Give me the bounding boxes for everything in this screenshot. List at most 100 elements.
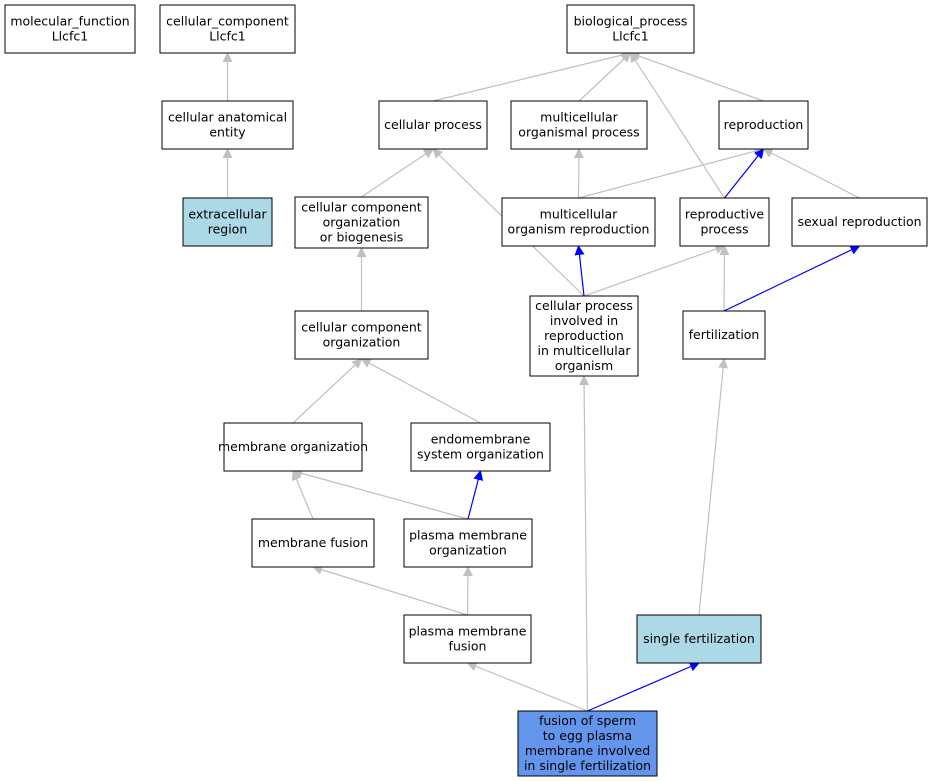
node-label: single fertilization bbox=[643, 631, 755, 646]
node-label: extracellular bbox=[188, 206, 267, 221]
node-box[interactable] bbox=[378, 100, 488, 150]
edge-membrane_fusion-to-membrane_organization bbox=[291, 470, 314, 520]
edge-plasma_membrane_organization-to-membrane_organization bbox=[292, 468, 469, 520]
node-label: involved in bbox=[550, 313, 618, 328]
edges-layer bbox=[222, 50, 861, 712]
node-box[interactable] bbox=[294, 196, 429, 249]
edge-fusion_sperm_egg-to-single_fertilization bbox=[587, 661, 700, 712]
node-label: membrane organization bbox=[218, 439, 368, 454]
node-box[interactable] bbox=[294, 310, 429, 360]
node-label: in single fertilization bbox=[524, 758, 651, 773]
node-sexual-reproduction[interactable]: sexual reproduction bbox=[791, 197, 928, 247]
edge-multicellular_organismal_process-to-biological_process bbox=[578, 52, 632, 102]
node-label: fertilization bbox=[689, 327, 760, 342]
node-label: membrane fusion bbox=[258, 535, 368, 550]
node-label: system organization bbox=[417, 446, 544, 461]
node-label: cellular_component bbox=[166, 13, 289, 28]
node-box[interactable] bbox=[410, 422, 551, 472]
node-label: cellular anatomical bbox=[168, 109, 287, 124]
node-label: cellular component bbox=[301, 319, 421, 334]
node-label: biological_process bbox=[574, 13, 688, 28]
node-box[interactable] bbox=[679, 197, 770, 247]
edge-single_fertilization-to-fertilization bbox=[698, 358, 729, 616]
edge-fusion_sperm_egg-to-plasma_membrane_fusion bbox=[466, 661, 588, 712]
node-label: region bbox=[208, 221, 248, 236]
edge-fertilization-to-sexual_reproduction bbox=[723, 245, 861, 312]
node-box[interactable] bbox=[159, 4, 296, 54]
node-single-fertilization[interactable]: single fertilization bbox=[636, 614, 762, 664]
node-box[interactable] bbox=[251, 518, 375, 568]
node-label: organization bbox=[429, 542, 507, 557]
node-label: plasma membrane bbox=[409, 623, 527, 638]
node-box[interactable] bbox=[566, 4, 695, 54]
edge-sexual_reproduction-to-reproduction bbox=[762, 148, 860, 199]
node-label: Llcfc1 bbox=[612, 28, 649, 43]
node-label: fusion of sperm bbox=[539, 713, 636, 728]
node-label: Llcfc1 bbox=[209, 28, 246, 43]
node-box[interactable] bbox=[223, 422, 363, 472]
node-label: fusion bbox=[449, 638, 487, 653]
node-label: membrane involved bbox=[525, 743, 650, 758]
node-box[interactable] bbox=[510, 100, 648, 150]
node-label: cellular process bbox=[535, 298, 633, 313]
node-label: multicellular bbox=[540, 206, 619, 221]
node-box[interactable] bbox=[682, 310, 766, 360]
node-label: organism reproduction bbox=[508, 221, 650, 236]
node-membrane-organization[interactable]: membrane organization bbox=[218, 422, 368, 472]
edge-fusion_sperm_egg-to-cellular_process_repro bbox=[579, 375, 590, 712]
node-box[interactable] bbox=[403, 518, 533, 568]
node-box[interactable] bbox=[161, 100, 294, 150]
node-box[interactable] bbox=[182, 197, 273, 247]
edge-plasma_membrane_fusion-to-plasma_membrane_organization bbox=[462, 566, 473, 616]
node-label: in multicellular bbox=[537, 343, 631, 358]
edge-reproductive_process-to-reproduction bbox=[724, 148, 765, 199]
edge-plasma_membrane_organization-to-endomembrane_system_organization bbox=[467, 470, 484, 520]
node-box[interactable] bbox=[501, 197, 656, 247]
node-reproduction[interactable]: reproduction bbox=[718, 100, 809, 150]
node-box[interactable] bbox=[791, 197, 928, 247]
node-label: reproductive bbox=[685, 206, 765, 221]
node-cellular-process[interactable]: cellular process bbox=[378, 100, 488, 150]
edge-multicellular_organism_reproduction-to-reproduction bbox=[578, 146, 765, 199]
node-label: multicellular bbox=[540, 109, 619, 124]
node-label: molecular_function bbox=[10, 13, 129, 28]
node-label: cellular component bbox=[301, 199, 421, 214]
node-label: organization bbox=[323, 214, 401, 229]
node-label: endomembrane bbox=[431, 431, 531, 446]
node-membrane-fusion[interactable]: membrane fusion bbox=[251, 518, 375, 568]
node-label: organism bbox=[555, 358, 613, 373]
edge-multicellular_organism_reproduction-to-multicellular_organismal_process bbox=[573, 148, 584, 199]
node-box[interactable] bbox=[4, 4, 136, 54]
node-box[interactable] bbox=[718, 100, 809, 150]
node-label: or biogenesis bbox=[320, 229, 404, 244]
node-fertilization[interactable]: fertilization bbox=[682, 310, 766, 360]
edge-endomembrane_system_organization-to-cc_organization bbox=[360, 358, 481, 424]
node-label: organization bbox=[323, 334, 401, 349]
node-box[interactable] bbox=[636, 614, 762, 664]
node-box[interactable] bbox=[403, 614, 532, 664]
edge-reproductive_process-to-biological_process bbox=[629, 52, 726, 199]
node-label: plasma membrane bbox=[409, 527, 527, 542]
edge-cellular_process-to-biological_process bbox=[432, 50, 632, 102]
node-label: sexual reproduction bbox=[797, 214, 921, 229]
node-box[interactable] bbox=[517, 710, 658, 777]
node-box[interactable] bbox=[529, 295, 639, 377]
node-label: to egg plasma bbox=[543, 728, 632, 743]
node-label: reproduction bbox=[724, 117, 804, 132]
